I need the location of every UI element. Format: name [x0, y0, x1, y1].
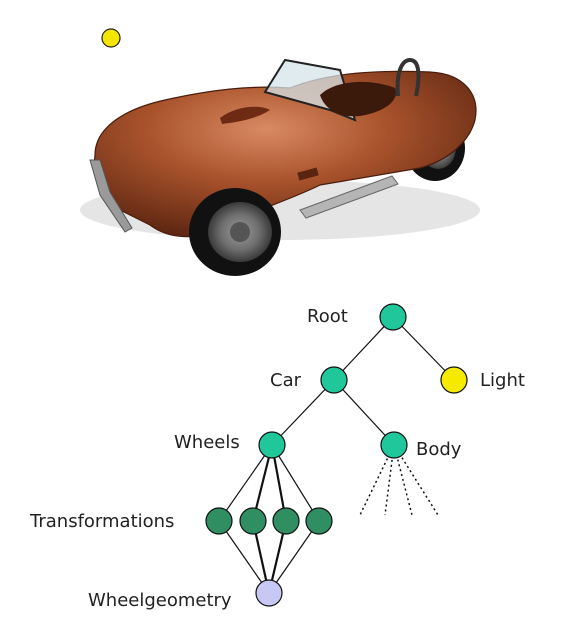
node-body — [380, 431, 408, 459]
cockpit — [320, 81, 396, 117]
light-source-sun — [101, 28, 121, 48]
label-root: Root — [307, 306, 348, 327]
side-exhaust — [299, 175, 399, 219]
node-transformation-2 — [239, 507, 267, 535]
node-root — [379, 303, 407, 331]
label-light: Light — [480, 370, 525, 391]
node-light — [440, 366, 468, 394]
node-wheel-geometry — [255, 579, 283, 607]
side-badge — [297, 167, 319, 181]
hood-scoop — [220, 106, 270, 124]
car-body — [93, 70, 477, 238]
label-transformations: Transformations — [29, 511, 174, 532]
label-wheels: Wheels — [174, 432, 240, 453]
label-body: Body — [416, 439, 462, 460]
front-wheel — [189, 188, 281, 276]
node-car — [320, 366, 348, 394]
node-wheels — [258, 431, 286, 459]
node-transformation-4 — [305, 507, 333, 535]
label-wheel-geometry: Wheelgeometry — [88, 590, 232, 611]
roll-bar — [395, 57, 421, 97]
front-grille — [89, 159, 133, 233]
car-illustration — [80, 57, 480, 276]
label-car: Car — [270, 370, 302, 391]
node-transformation-3 — [272, 507, 300, 535]
node-transformation-1 — [205, 507, 233, 535]
